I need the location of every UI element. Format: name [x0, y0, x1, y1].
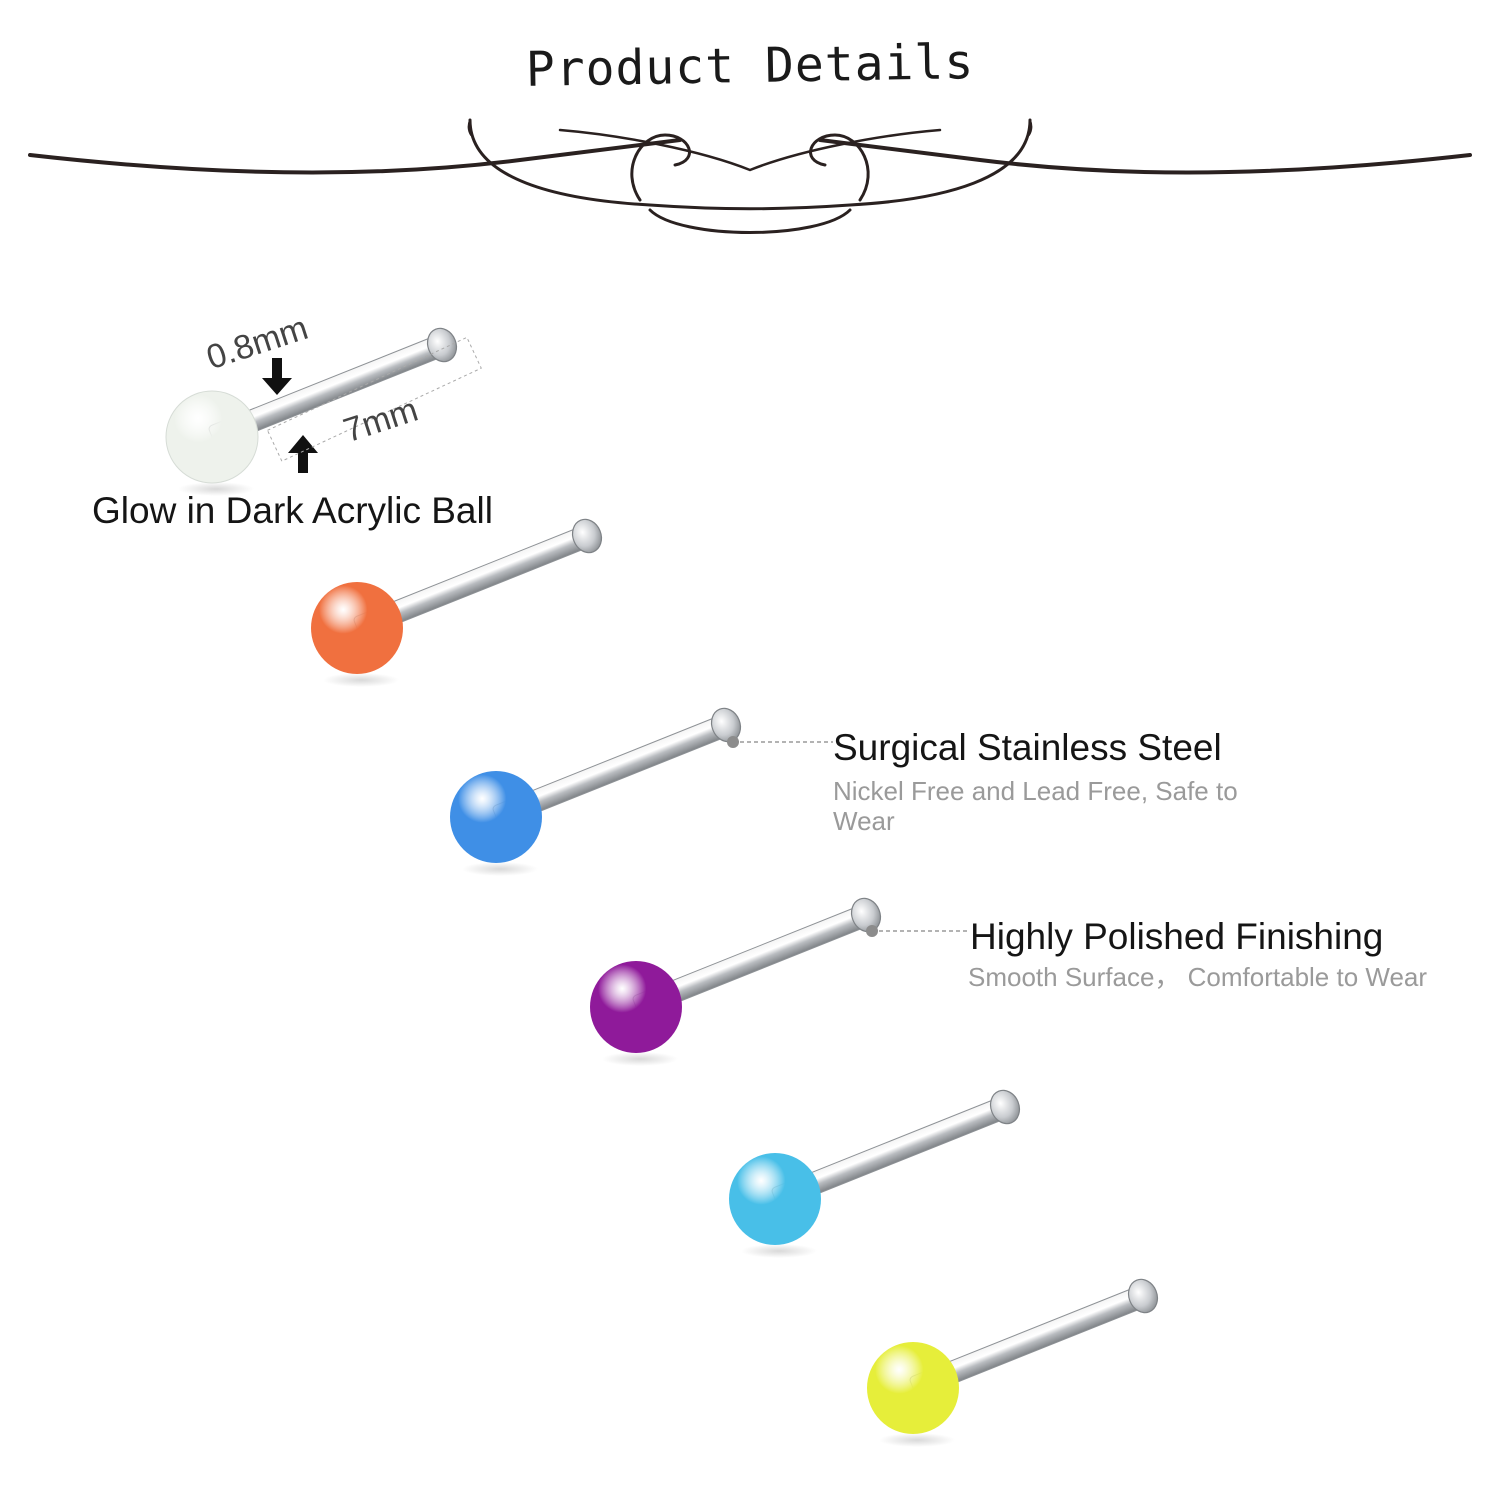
stud-shadow: [879, 1433, 955, 1447]
dimension-arrows: [262, 336, 482, 473]
flourish-divider: [28, 118, 1472, 234]
post-end-cap: [989, 1089, 1021, 1125]
blue-stud: [450, 707, 742, 876]
post-end-cap: [426, 327, 458, 363]
acrylic-ball: [867, 1342, 959, 1434]
callout-leaders: [727, 736, 970, 937]
acrylic-ball: [165, 390, 259, 484]
acrylic-ball: [450, 771, 542, 863]
yellow-stud: [867, 1278, 1159, 1447]
stud-shadow: [178, 482, 254, 496]
stud-shadow: [602, 1052, 678, 1066]
polish-subtext: Smooth Surface， Comfortable to Wear: [968, 962, 1428, 992]
post-end-cap: [1127, 1278, 1159, 1314]
steel-subtext: Nickel Free and Lead Free, Safe to Wear: [833, 776, 1238, 836]
orange-stud: [311, 518, 603, 687]
steel-heading: Surgical Stainless Steel: [833, 727, 1222, 768]
glow-ball-heading: Glow in Dark Acrylic Ball: [92, 490, 493, 531]
stud-group: [165, 327, 1159, 1447]
stud-shadow: [323, 673, 399, 687]
polish-heading: Highly Polished Finishing: [970, 916, 1384, 957]
glow-white-stud: [165, 327, 458, 496]
post-end-cap: [571, 518, 603, 554]
arrow-down-icon: [262, 358, 292, 395]
sky-blue-stud: [729, 1089, 1021, 1258]
purple-stud: [590, 897, 882, 1066]
acrylic-ball: [311, 582, 403, 674]
length-guide: [266, 336, 482, 462]
stud-shadow: [741, 1244, 817, 1258]
acrylic-ball: [729, 1153, 821, 1245]
stud-shadow: [462, 862, 538, 876]
arrow-up-icon: [288, 435, 318, 473]
acrylic-ball: [590, 961, 682, 1053]
